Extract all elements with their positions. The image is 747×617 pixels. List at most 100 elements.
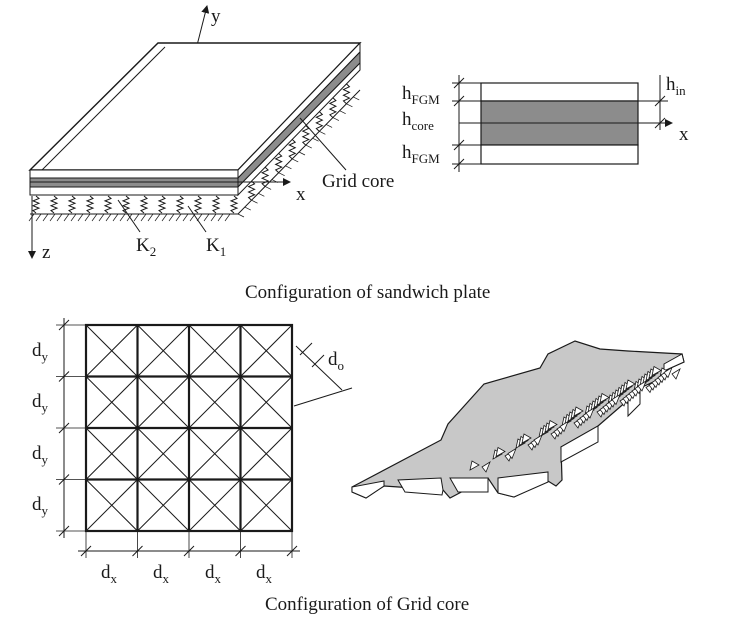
dx-label-2: dx [153, 562, 170, 586]
plate-front-top-layer [29, 169, 239, 179]
hatch-line [119, 213, 126, 222]
spring [103, 195, 113, 214]
grid-hole [507, 447, 517, 460]
grid-core-silhouette [351, 340, 685, 499]
grid-diagonal [85, 376, 138, 429]
dx-label-1: dx [101, 562, 118, 586]
hatch-line [84, 213, 91, 222]
dx-tick [286, 545, 298, 557]
dy-label-3: dy [32, 443, 49, 467]
caption-sandwich-plate: Configuration of sandwich plate [245, 282, 490, 303]
grid-hole [547, 419, 558, 431]
hatch-line [182, 213, 189, 222]
spring [157, 195, 167, 214]
grid-diagonal [240, 376, 293, 429]
do-ext-line-1 [293, 387, 353, 407]
hatch-line [258, 193, 265, 197]
hatch-line [285, 165, 292, 170]
hatch-line [63, 213, 70, 222]
h-in-tick-2 [654, 117, 666, 129]
spring [247, 180, 256, 201]
hatch-line [346, 103, 353, 108]
spring [31, 195, 41, 214]
hatch-line [278, 172, 285, 176]
dy-tick [58, 474, 70, 485]
spring [193, 195, 203, 214]
grid-hole [469, 460, 480, 471]
hatch-line [224, 213, 231, 222]
cross-section: x hFGM hcore hFGM hin [402, 74, 689, 172]
hatch-line [325, 124, 333, 128]
grid-hole [573, 406, 584, 417]
hatch-line [339, 110, 346, 114]
hatch-line [251, 199, 258, 204]
dy-ticks [56, 319, 86, 537]
hatch-line [217, 213, 224, 222]
hatch-line [175, 213, 182, 222]
h-core-label: hcore [402, 109, 434, 133]
spring [49, 195, 59, 214]
grid-diagonal [85, 324, 138, 377]
spring [342, 83, 351, 105]
dy-tick [58, 319, 70, 331]
hatch-line [244, 206, 251, 211]
spring [139, 195, 149, 214]
hatch-line [353, 96, 360, 101]
spring [85, 195, 95, 214]
do-label: do [328, 349, 344, 373]
grid-diagonal [188, 479, 241, 532]
tick-4 [453, 158, 465, 170]
do-tick-1 [299, 342, 313, 356]
do-tick-2 [311, 354, 325, 368]
hatch-line [203, 213, 210, 222]
tick-3 [453, 139, 465, 151]
dy-tick [58, 422, 70, 434]
spring [175, 195, 185, 214]
tick-1 [453, 77, 465, 89]
grid-hole [625, 379, 636, 390]
section-top-fgm [480, 82, 639, 102]
hatch-line [237, 213, 245, 218]
hatch-line [49, 213, 56, 222]
front-spring-row [31, 195, 239, 214]
grid-hole [663, 366, 673, 379]
dx-tick [235, 545, 246, 557]
grid-diagonal [137, 479, 190, 532]
grid-diagonal [240, 324, 293, 377]
dx-label-4: dx [256, 562, 273, 586]
hatch-line [210, 213, 217, 222]
y-axis-label: y [211, 6, 221, 27]
grid-hole [637, 380, 647, 392]
hatch-line [77, 213, 84, 222]
plate-front-bottom-layer [29, 186, 239, 196]
grid-hole [585, 407, 595, 419]
grid-core-leader [299, 117, 347, 171]
hatch-line [319, 131, 326, 135]
grid-core-side-4 [497, 471, 549, 498]
grid-diagonal [188, 324, 241, 377]
grid-hole [521, 433, 532, 444]
hatch-line [168, 213, 175, 222]
grid-diagonal [188, 376, 241, 429]
hatch-line [56, 213, 63, 222]
grid-diagonal [137, 376, 190, 429]
grid-diagonal [240, 427, 293, 480]
grid-core-side-2 [397, 477, 444, 496]
h-fgm-bottom-label: hFGM [402, 142, 440, 166]
hatch-line [147, 213, 154, 222]
hatch-line [133, 213, 140, 222]
dx-tick [183, 545, 195, 557]
sandwich-plate-3d: y x z Grid core K2 K [28, 5, 394, 263]
hatch-line [140, 213, 147, 222]
hatch-line [161, 213, 168, 222]
grid-hole [495, 446, 506, 458]
dy-tick [58, 525, 70, 537]
grid-hole [559, 420, 569, 433]
section-bottom-fgm [480, 144, 639, 165]
k2-leader [117, 199, 141, 233]
hatch-line [264, 186, 272, 190]
dx-tick [80, 545, 92, 557]
grid-hole [671, 368, 681, 380]
spring [229, 195, 239, 214]
spring [288, 139, 297, 160]
